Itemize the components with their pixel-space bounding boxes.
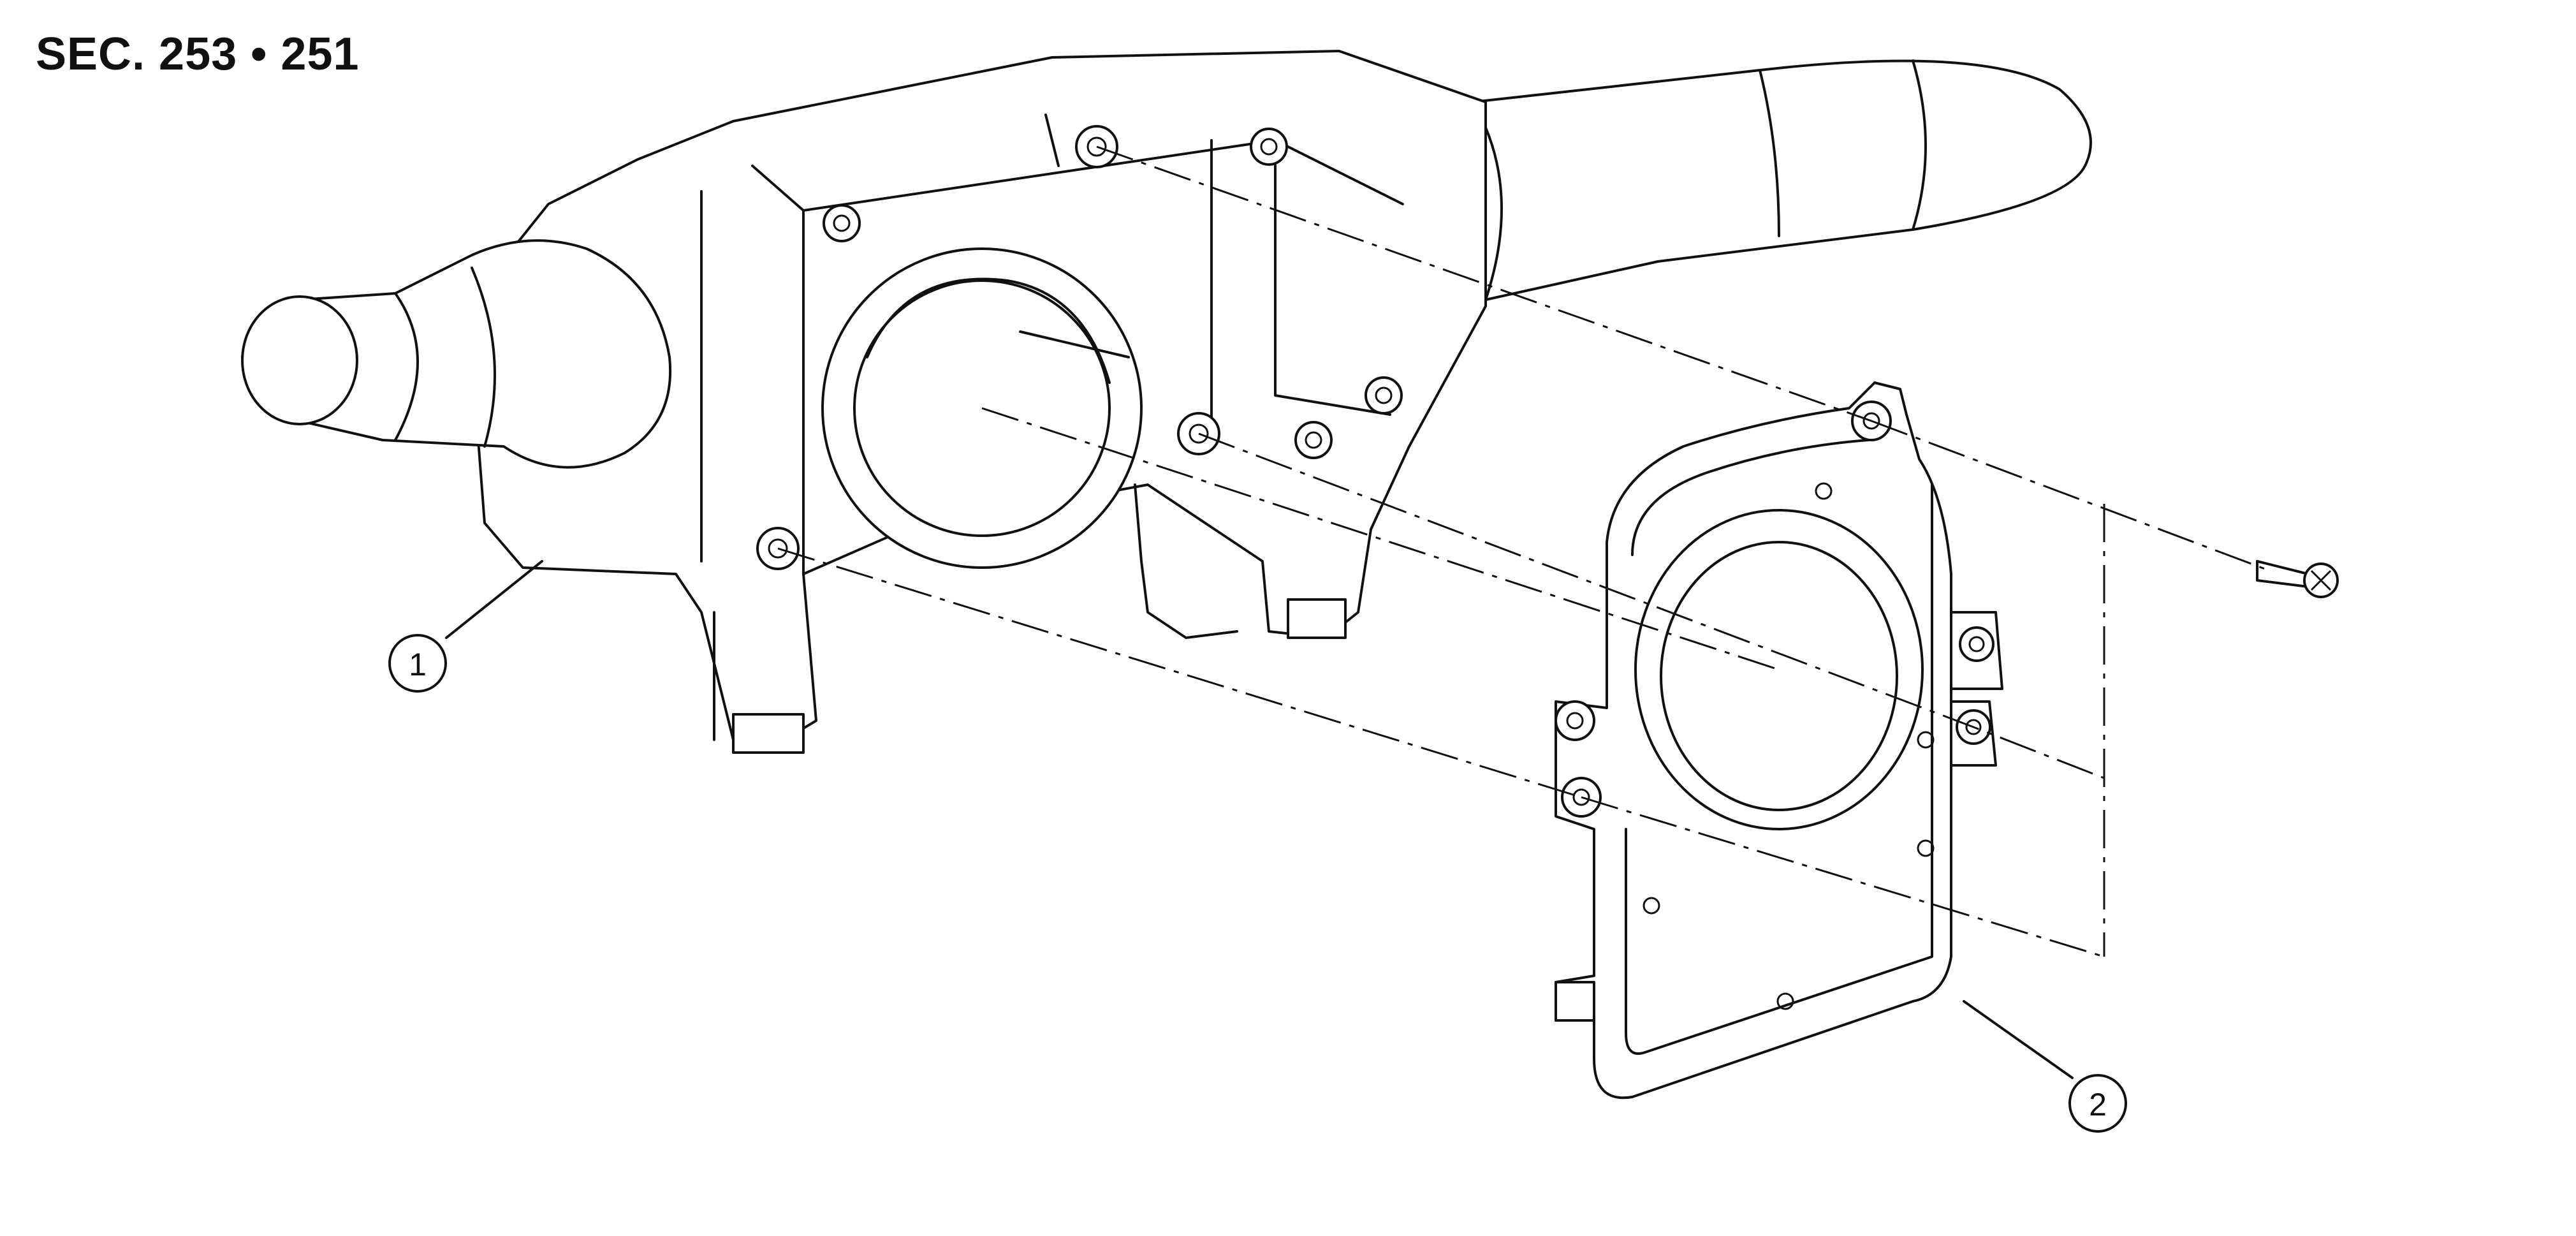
alignment-lines bbox=[777, 145, 2271, 958]
callout-1-label: 1 bbox=[409, 647, 427, 682]
steering-angle-sensor bbox=[1555, 381, 2003, 1100]
screw bbox=[2256, 560, 2339, 598]
callout-2: 2 bbox=[1963, 1000, 2127, 1133]
callout-1: 1 bbox=[388, 560, 543, 693]
callout-2-label: 2 bbox=[2089, 1087, 2107, 1122]
section-title: SEC. 253 • 251 bbox=[36, 29, 360, 80]
